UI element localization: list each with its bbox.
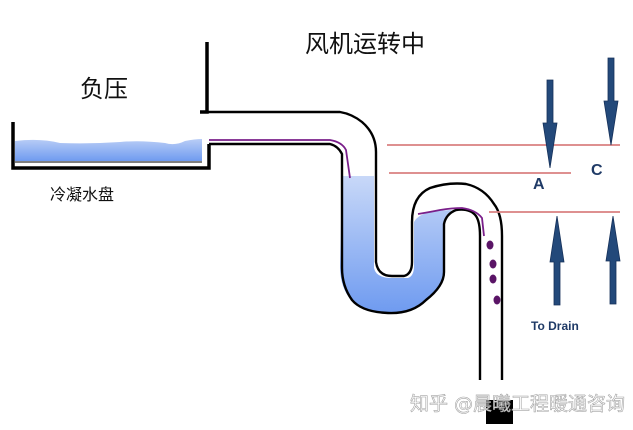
pipe-inner-wall bbox=[209, 142, 482, 380]
pipe-outer-wall bbox=[200, 110, 504, 380]
arrow-up-c-icon bbox=[605, 215, 621, 305]
drain-pan-water bbox=[15, 139, 202, 161]
droplet bbox=[486, 240, 494, 250]
to-drain-label: To Drain bbox=[531, 319, 579, 333]
water-film-line bbox=[209, 139, 351, 179]
point-a-label: A bbox=[533, 176, 545, 193]
arrow-down-a-icon bbox=[542, 79, 558, 169]
water-film-line-trap bbox=[417, 207, 485, 237]
droplet bbox=[489, 259, 497, 269]
drain-pan-outline bbox=[11, 122, 211, 170]
negative-pressure-label: 负压 bbox=[80, 75, 128, 103]
water-droplets bbox=[486, 240, 501, 305]
arrow-up-a-icon bbox=[549, 215, 565, 306]
droplet bbox=[493, 295, 501, 305]
pressure-arrows bbox=[542, 57, 621, 306]
fan-housing-wall bbox=[200, 42, 209, 114]
arrow-down-c-icon bbox=[603, 57, 619, 146]
point-c-label: C bbox=[591, 162, 603, 179]
droplet bbox=[489, 274, 497, 284]
fan-running-label: 风机运转中 bbox=[305, 30, 425, 58]
drain-outlet bbox=[486, 400, 513, 424]
trap-water bbox=[340, 176, 452, 313]
drain-pan-label: 冷凝水盘 bbox=[50, 185, 114, 204]
level-lines bbox=[387, 144, 620, 213]
drain-pan bbox=[11, 122, 211, 170]
watermark-text: 知乎 @晨曦工程暖通咨询 bbox=[410, 393, 625, 415]
